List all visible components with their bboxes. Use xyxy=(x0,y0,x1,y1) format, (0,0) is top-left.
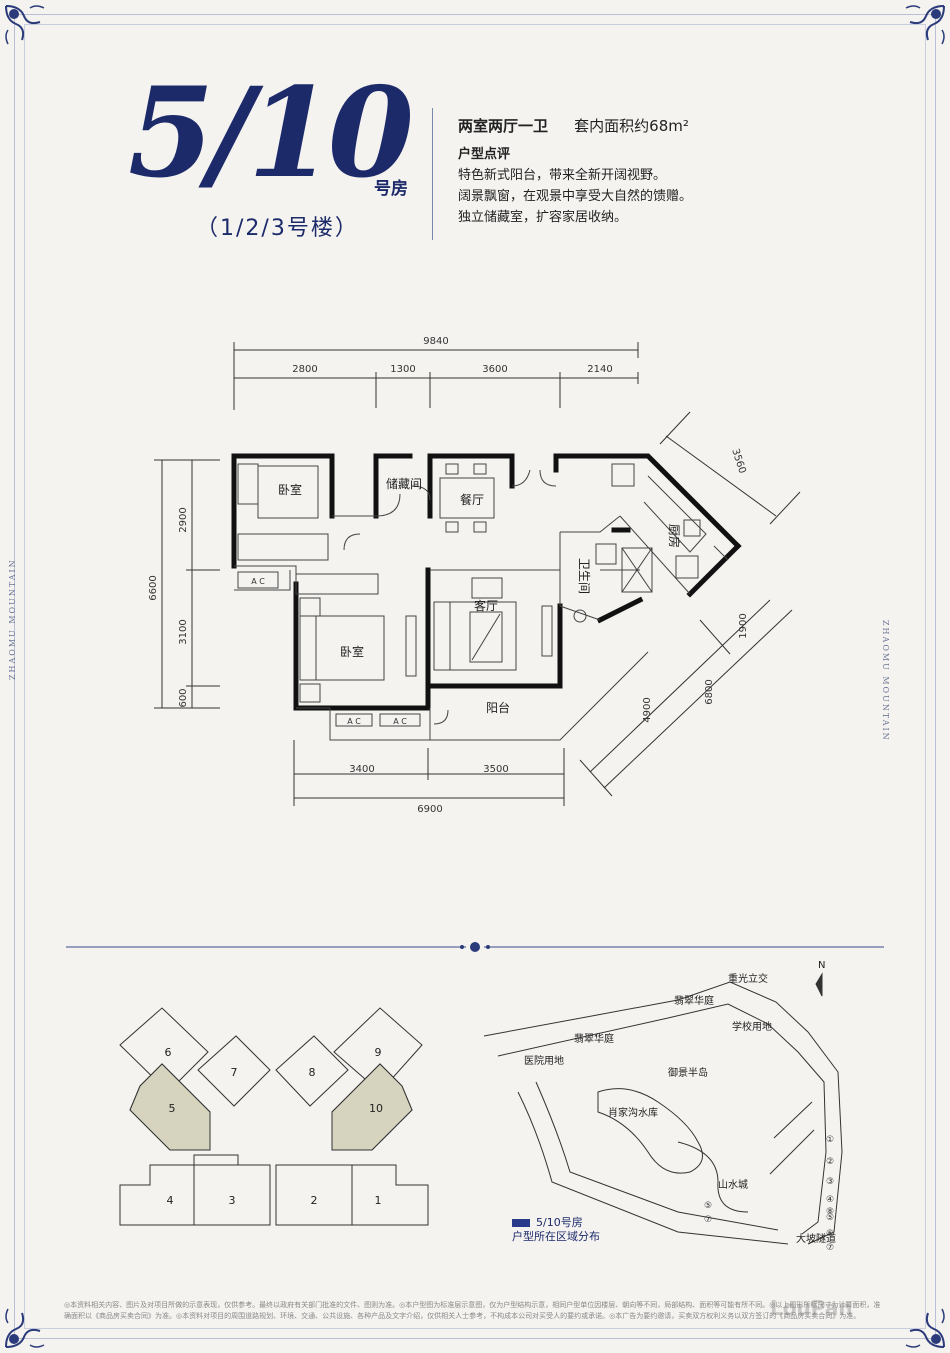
review-line: 独立储藏室，扩容家居收纳。 xyxy=(458,210,628,225)
site-map: 重光立交 翡翠华庭 学校用地 翡翠华庭 医院用地 御景半岛 肖家沟水库 山水城 … xyxy=(483,960,843,1252)
unit-info: 两室两厅一卫 套内面积约68m² 户型点评 特色新式阳台，带来全新开阔视野。 阔… xyxy=(458,116,692,228)
dim-bottom-2: 3500 xyxy=(483,764,508,775)
dim-bottom-1: 3400 xyxy=(349,764,374,775)
key-unit-label: 9 xyxy=(375,1046,382,1059)
dim-diag-4: 6800 xyxy=(704,679,715,704)
room-bedroom-2: 卧室 xyxy=(340,644,364,659)
map-label-shanshui: 山水城 xyxy=(718,1179,748,1191)
dim-left-3: 600 xyxy=(178,688,189,707)
key-unit-label: 10 xyxy=(369,1102,383,1115)
ac-label: A C xyxy=(393,717,407,726)
room-balcony: 阳台 xyxy=(486,700,510,715)
map-label-feicui: 翡翠华庭 xyxy=(574,1032,614,1045)
dim-left-2: 3100 xyxy=(178,619,189,644)
dim-diag-2: 1900 xyxy=(738,613,749,638)
section-divider xyxy=(66,942,884,952)
room-bathroom: 卫生间 xyxy=(577,558,591,594)
ac-label: A C xyxy=(251,577,265,586)
room-dining: 餐厅 xyxy=(460,492,484,507)
dim-top-total: 9840 xyxy=(423,336,448,347)
map-marker: ⑦ xyxy=(826,1243,834,1252)
review-line: 特色新式阳台，带来全新开阔视野。 xyxy=(458,168,667,183)
map-label-yujing: 御景半岛 xyxy=(668,1066,708,1079)
room-storage: 储藏间 xyxy=(386,476,422,491)
dim-left-total: 6600 xyxy=(148,575,159,600)
dim-diag-3: 4900 xyxy=(642,697,653,722)
map-label-intersection: 重光立交 xyxy=(728,972,768,985)
dim-diag-1: 3560 xyxy=(729,447,747,475)
dim-top-3: 3600 xyxy=(482,364,507,375)
key-unit-label: 7 xyxy=(231,1066,238,1079)
room-kitchen: 厨房 xyxy=(667,524,682,548)
key-unit-label: 8 xyxy=(309,1066,316,1079)
disclaimer: ◎本资料相关内容、图片及对项目所做的示意表现，仅供参考。最终以政府有关部门批准的… xyxy=(64,1301,881,1320)
map-marker: ② xyxy=(826,1157,834,1167)
room-living: 客厅 xyxy=(474,598,498,613)
legend-title: 5/10号房 xyxy=(536,1216,583,1229)
header-divider xyxy=(432,108,433,240)
map-legend: 5/10号房 户型所在区域分布 xyxy=(512,1216,600,1244)
key-unit-label: 3 xyxy=(229,1194,236,1207)
map-label-feicui-top: 翡翠华庭 xyxy=(674,994,714,1007)
corner-ornament-icon xyxy=(905,5,945,45)
review-line: 阔景飘窗，在观景中享受大自然的馈赠。 xyxy=(458,189,693,204)
highlight-unit-5 xyxy=(129,1063,211,1151)
key-unit-label: 2 xyxy=(311,1194,318,1207)
north-label: N xyxy=(818,960,825,971)
map-label-school: 学校用地 xyxy=(732,1020,772,1033)
outer-border xyxy=(14,14,936,1339)
unit-number: 5/10 xyxy=(128,61,414,206)
legend-swatch xyxy=(512,1219,530,1227)
dim-left-1: 2900 xyxy=(178,507,189,532)
map-marker: ④ xyxy=(826,1195,834,1205)
map-label-hospital: 医院用地 xyxy=(524,1054,564,1067)
map-marker: ⑧ xyxy=(826,1207,834,1217)
review-title: 户型点评 xyxy=(458,147,511,162)
map-marker: ⑤ xyxy=(826,1213,834,1223)
watermark: LouPan xyxy=(770,1296,853,1320)
inner-border xyxy=(24,24,926,1329)
ac-label: A C xyxy=(347,717,361,726)
unit-suffix: 号房 xyxy=(374,179,408,199)
legend-subtitle: 户型所在区域分布 xyxy=(512,1230,600,1243)
area-text: 套内面积约68m² xyxy=(574,117,689,135)
map-marker: ① xyxy=(826,1135,834,1145)
highlight-unit-10 xyxy=(331,1063,413,1151)
corner-ornament-icon xyxy=(5,5,45,45)
key-unit-label: 6 xyxy=(165,1046,172,1059)
map-label-xiaojia: 肖家沟水库 xyxy=(608,1106,658,1119)
map-marker: ⑥ xyxy=(826,1229,834,1239)
building-key-plan: 6 5 7 8 9 10 4 3 2 1 xyxy=(119,1007,429,1226)
corner-ornament-icon xyxy=(5,1308,45,1348)
room-bedroom-1: 卧室 xyxy=(278,482,302,497)
layout-type: 两室两厅一卫 xyxy=(458,117,549,135)
dim-top-4: 2140 xyxy=(587,364,612,375)
key-unit-label: 4 xyxy=(167,1194,174,1207)
map-marker: ③ xyxy=(826,1177,834,1187)
floor-plan: 9840 2800 1300 3600 2140 6600 2900 3100 … xyxy=(148,336,801,815)
dim-top-2: 1300 xyxy=(390,364,415,375)
corner-ornament-icon xyxy=(905,1308,945,1348)
map-label-tunnel: 大坡隧道 xyxy=(796,1232,836,1245)
key-unit-label: 1 xyxy=(375,1194,382,1207)
map-marker: ⑤ xyxy=(704,1201,712,1211)
key-unit-label: 5 xyxy=(169,1102,176,1115)
dim-bottom-total: 6900 xyxy=(417,804,442,815)
building-label: （1/2/3号楼） xyxy=(196,216,359,241)
map-marker: ⑦ xyxy=(704,1215,712,1225)
dim-top-1: 2800 xyxy=(292,364,317,375)
